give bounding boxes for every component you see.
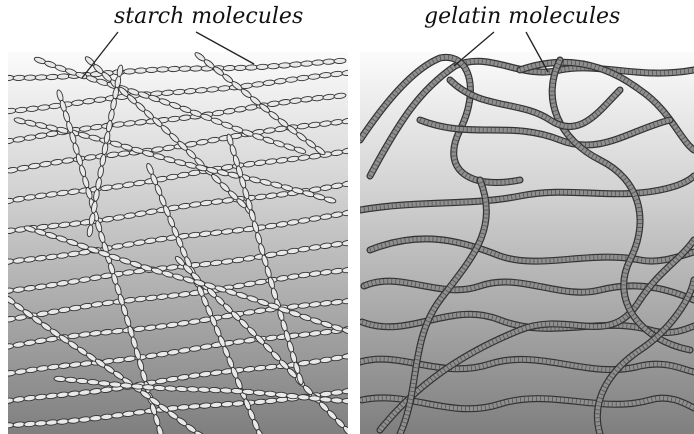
starch-unit (256, 64, 268, 70)
starch-unit (242, 389, 254, 395)
starch-unit (176, 386, 188, 392)
starch-unit (245, 65, 257, 71)
starch-unit (135, 68, 147, 74)
starch-unit (65, 377, 77, 383)
starch-unit (179, 66, 191, 72)
starch-unit (264, 391, 276, 397)
starch-unit (312, 60, 324, 66)
starch-unit (331, 397, 343, 403)
starch-unit (154, 385, 166, 391)
starch-unit (298, 394, 310, 400)
starch-unit (323, 59, 335, 65)
starch-unit (320, 396, 332, 402)
starch-unit (301, 61, 313, 67)
starch-unit (87, 379, 99, 385)
starch-unit (46, 74, 58, 80)
starch-unit (146, 67, 158, 73)
starch-unit (223, 65, 235, 71)
starch-unit (290, 62, 302, 68)
starch-unit (279, 63, 291, 69)
starch-unit (157, 67, 169, 73)
starch-unit (98, 380, 110, 386)
starch-unit (109, 381, 121, 387)
starch-unit (334, 58, 346, 64)
starch-unit (220, 387, 232, 393)
starch-unit (13, 75, 25, 81)
starch-unit (165, 385, 177, 391)
starch-unit (309, 395, 321, 401)
starch-unit (131, 383, 143, 389)
starch-unit (231, 388, 243, 394)
starch-unit (57, 74, 69, 80)
starch-unit (76, 378, 88, 384)
starch-unit (54, 376, 66, 382)
starch-unit (286, 393, 298, 399)
starch-unit (168, 66, 180, 72)
starch-unit (198, 387, 210, 393)
starch-unit (253, 390, 265, 396)
starch-unit (35, 75, 47, 81)
starch-unit (24, 75, 36, 81)
starch-unit (267, 63, 279, 69)
starch-unit (234, 65, 246, 71)
starch-unit (342, 398, 354, 404)
starch-unit (209, 387, 221, 393)
starch-unit (124, 69, 136, 75)
starch-unit (142, 384, 154, 390)
starch-unit (275, 392, 287, 398)
starch-unit (190, 66, 202, 72)
starch-unit (120, 383, 132, 389)
starch-unit (187, 386, 199, 392)
starch-unit (2, 75, 14, 81)
